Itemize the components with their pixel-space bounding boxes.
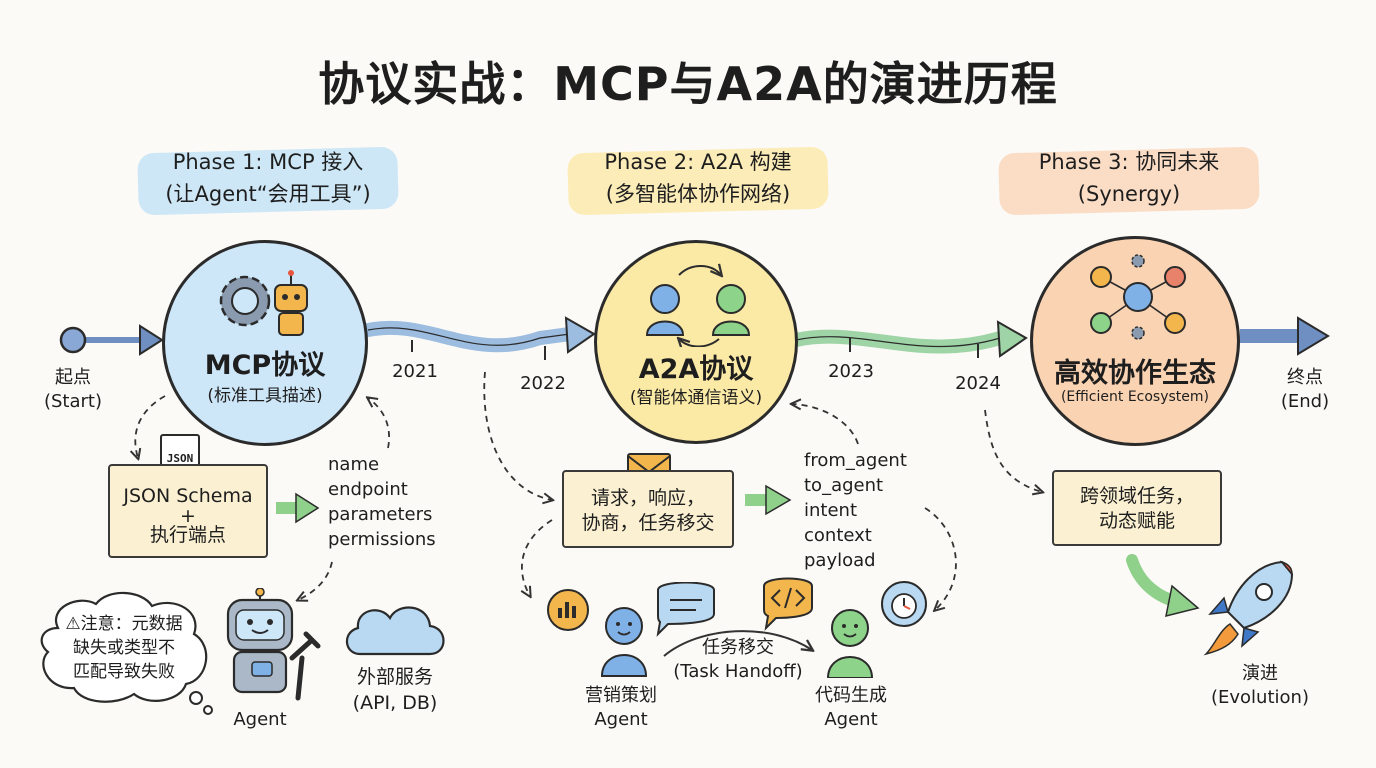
marketing-agent-icon [547, 582, 715, 677]
evolution-sub: (Evolution) [1211, 687, 1309, 708]
message-arrow [765, 484, 792, 516]
task-handoff-sub: (Task Handoff) [673, 661, 803, 682]
a2a-field-from-agent: from_agent [804, 450, 907, 471]
fields-to-mcp-connector [368, 398, 390, 449]
agents-exchange-icon [645, 261, 751, 347]
json-schema-line3: 执行端点 [149, 524, 226, 546]
external-service-sub: (API, DB) [352, 692, 438, 714]
code-agent-icon [763, 577, 927, 678]
warning-line3: 匹配导致失败 [73, 662, 175, 682]
handoff-arrow [663, 630, 812, 657]
evolution-label: 演进 (Evolution) [1200, 662, 1320, 710]
year-2021: 2021 [392, 361, 438, 382]
phase-2-subtitle: (多智能体协作网络) [605, 182, 791, 206]
mcp-fields-list: name endpoint parameters permissions [328, 452, 436, 552]
code-agent-label: 代码生成 Agent [796, 684, 906, 732]
end-label-text: 终点 [1287, 367, 1323, 388]
cross-domain-line2: 动态赋能 [1098, 510, 1175, 532]
task-handoff-text: 任务移交 [702, 637, 774, 658]
page-title: 协议实战：MCP与A2A的演进历程 [318, 57, 1058, 111]
phase-3-header: Phase 3: 协同未来 (Synergy) [979, 146, 1279, 216]
cross-domain-box: 跨领域任务， 动态赋能 [1052, 470, 1222, 546]
message-types-box: 请求，响应， 协商，任务移交 [562, 470, 734, 548]
timeline-segment-2 [789, 320, 1028, 358]
start-label-text: 起点 [55, 367, 91, 388]
json-schema-box: JSON Schema + 执行端点 [108, 464, 268, 558]
a2a-circle: A2A协议 (智能体通信语义) [594, 240, 798, 444]
marketing-agent-label: 营销策划 Agent [566, 684, 676, 732]
year-2024: 2024 [955, 373, 1001, 394]
marketing-agent-sub: Agent [594, 709, 648, 730]
fields-to-code-connector [924, 507, 957, 610]
fields-to-a2a-connector [792, 404, 859, 445]
external-service-label: 外部服务 (API, DB) [330, 664, 460, 716]
message-to-marketing-connector [522, 519, 553, 596]
a2a-field-context: context [804, 525, 872, 546]
mcp-agent-label: Agent [233, 709, 287, 730]
message-types-line2: 协商，任务移交 [581, 512, 715, 534]
mcp-circle: MCP协议 (标准工具描述) [162, 240, 368, 446]
cross-domain-line1: 跨领域任务， [1079, 485, 1194, 507]
phase-2-header: Phase 2: A2A 构建 (多智能体协作网络) [548, 146, 848, 216]
phase-1-title: Phase 1: MCP 接入 [172, 150, 364, 174]
schema-arrow [295, 492, 320, 524]
task-handoff-label: 任务移交 (Task Handoff) [668, 636, 808, 684]
external-service-text: 外部服务 [356, 666, 433, 688]
mcp-title: MCP协议 [204, 350, 326, 381]
cloud-icon [345, 606, 445, 656]
warning-text: ⚠注意：元数据 缺失或类型不 匹配导致失败 [44, 612, 204, 684]
a2a-title: A2A协议 [638, 354, 754, 385]
warning-cloud-icon [40, 591, 213, 715]
gear-robot-icon [219, 270, 308, 336]
fields-to-agent-connector [298, 561, 333, 600]
eco-to-task-connector [984, 409, 1042, 492]
evolution-arrow [1165, 584, 1200, 618]
rocket-icon [1203, 560, 1294, 656]
mcp-to-schema-connector [135, 395, 166, 458]
year-2023: 2023 [828, 361, 874, 382]
phase-3-title: Phase 3: 协同未来 [1038, 150, 1220, 174]
year-2022: 2022 [520, 373, 566, 394]
a2a-field-to-agent: to_agent [804, 475, 884, 496]
timeline-segment-1 [361, 316, 596, 360]
mcp-field-parameters: parameters [328, 504, 433, 525]
mcp-subtitle: (标准工具描述) [207, 386, 323, 406]
ecosystem-subtitle: (Efficient Ecosystem) [1060, 389, 1210, 405]
robot-agent-icon [226, 588, 321, 701]
a2a-fields-list: from_agent to_agent intent context paylo… [804, 448, 907, 573]
code-agent-text: 代码生成 [815, 685, 887, 706]
marketing-agent-text: 营销策划 [585, 685, 657, 706]
start-arrow [59, 324, 164, 356]
ecosystem-title: 高效协作生态 [1054, 358, 1216, 389]
a2a-field-intent: intent [804, 500, 858, 521]
start-label: 起点 (Start) [38, 366, 108, 414]
mcp-field-name: name [328, 454, 380, 475]
warning-line2: 缺失或类型不 [73, 638, 175, 658]
mcp-field-endpoint: endpoint [328, 479, 408, 500]
message-types-line1: 请求，响应， [590, 487, 705, 509]
json-schema-line2: + [180, 505, 196, 527]
network-icon [1090, 254, 1186, 340]
start-label-sub: (Start) [43, 391, 103, 412]
phase-1-subtitle: (让Agent“会用工具”) [165, 182, 371, 206]
json-schema-line1: JSON Schema [123, 485, 253, 507]
phase-3-subtitle: (Synergy) [1077, 182, 1181, 206]
code-agent-sub: Agent [824, 709, 878, 730]
phase-2-title: Phase 2: A2A 构建 [604, 150, 792, 174]
end-arrow [1240, 316, 1330, 356]
end-label-sub: (End) [1280, 391, 1330, 412]
mcp-field-permissions: permissions [328, 529, 436, 550]
phase-1-header: Phase 1: MCP 接入 (让Agent“会用工具”) [118, 146, 418, 216]
end-label: 终点 (End) [1270, 366, 1340, 414]
a2a-subtitle: (智能体通信语义) [629, 388, 763, 408]
ecosystem-circle: 高效协作生态 (Efficient Ecosystem) [1030, 236, 1240, 446]
warning-line1: ⚠注意：元数据 [65, 614, 183, 634]
a2a-field-payload: payload [804, 550, 876, 571]
json-file-tag: JSON [166, 452, 194, 465]
evolution-text: 演进 [1242, 663, 1278, 684]
